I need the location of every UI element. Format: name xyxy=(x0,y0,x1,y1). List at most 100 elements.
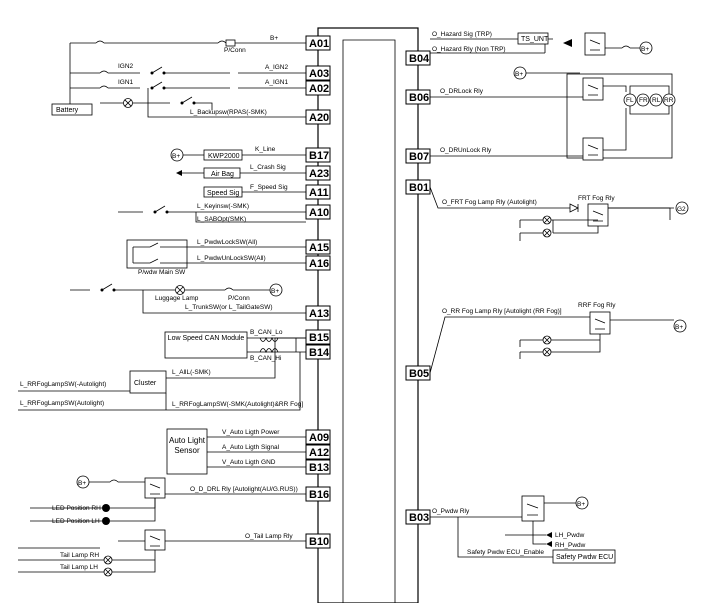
pin-b03: B03 xyxy=(405,509,431,525)
svg-text:B14: B14 xyxy=(309,347,330,359)
rh-pwdw-label: RH_Pwdw xyxy=(555,542,586,549)
pin-b07: B07 xyxy=(405,148,431,164)
b04-label2: O_Hazard Rly (Non TRP) xyxy=(432,46,506,53)
svg-text:A10: A10 xyxy=(309,207,329,219)
b14-label: B_CAN_Hi xyxy=(250,355,281,362)
svg-text:RR: RR xyxy=(664,97,674,104)
pin-a03: A03 xyxy=(305,65,331,81)
a12-label: A_Auto Ligth Signal xyxy=(222,444,280,451)
pconn-label-2: P/Conn xyxy=(228,295,250,302)
rrfog-auto-neg-label: L_RRFogLampSW(-Autolight) xyxy=(20,381,106,388)
ign2-label: IGN2 xyxy=(118,63,134,70)
pin-b01: B01 xyxy=(405,179,431,195)
motor-fl: FL xyxy=(623,93,637,107)
svg-text:A12: A12 xyxy=(309,447,329,459)
pin-a20: A20 xyxy=(305,109,331,125)
a10-label: L_Keyinsw(-SMK) xyxy=(197,203,249,210)
pin-b04: B04 xyxy=(405,50,431,66)
svg-text:A11: A11 xyxy=(309,187,329,199)
tail-rh-label: Tail Lamp RH xyxy=(60,552,99,559)
pin-a13: A13 xyxy=(305,305,331,321)
pin-a15: A15 xyxy=(305,239,331,255)
can-module-label: Low Speed CAN Module xyxy=(167,335,245,342)
auto-light-label: Auto Light Sensor xyxy=(168,436,206,455)
frt-fog-label: FRT Fog Rly xyxy=(578,195,615,202)
svg-text:RL: RL xyxy=(652,97,661,104)
b17-label: K_Line xyxy=(255,146,276,153)
a20-label: L_Backupsw(RPAS(-SMK) xyxy=(190,109,267,116)
rrf-fog-label: RRF Fog Rly xyxy=(578,302,616,309)
bplus-lock: B+ xyxy=(515,71,523,78)
pin-a11: A11 xyxy=(305,184,331,200)
svg-text:A15: A15 xyxy=(309,242,329,254)
bplus-luggage: B+ xyxy=(271,288,279,295)
svg-text:B03: B03 xyxy=(409,512,429,524)
ts-unt-label: TS_UNT xyxy=(521,36,549,43)
svg-text:FR: FR xyxy=(639,97,648,104)
pin-a02: A02 xyxy=(305,80,331,96)
svg-text:B10: B10 xyxy=(309,536,329,548)
cluster-label: Cluster xyxy=(134,380,157,387)
bplus-label-a01: B+ xyxy=(270,35,278,42)
pin-a01: A01 xyxy=(305,35,331,51)
ign1-label: IGN1 xyxy=(118,79,134,86)
cluster-box xyxy=(129,370,167,394)
svg-text:B17: B17 xyxy=(309,150,329,162)
svg-text:A03: A03 xyxy=(309,68,329,80)
pin-a16: A16 xyxy=(305,255,331,271)
svg-text:A01: A01 xyxy=(309,38,329,50)
svg-text:B04: B04 xyxy=(409,53,430,65)
a-ign1-label: A_IGN1 xyxy=(265,79,289,86)
b15-label: B_CAN_Lo xyxy=(250,329,283,336)
svg-text:B13: B13 xyxy=(309,462,329,474)
safety-enable-label: Safety Pwdw ECU_Enable xyxy=(467,549,544,556)
lh-pwdw-label: LH_Pwdw xyxy=(555,532,585,539)
pin-a23: A23 xyxy=(305,165,331,181)
rrfog-smk-label: L_RRFogLampSW(-SMK(Autolight)&RR Fog] xyxy=(172,401,303,408)
svg-text:B15: B15 xyxy=(309,332,329,344)
b06-label: O_DRLock Rly xyxy=(440,88,484,95)
pin-b13: B13 xyxy=(305,459,331,475)
bplus-rrfog: B+ xyxy=(675,324,683,331)
b07-label: O_DRUnLock Rly xyxy=(440,147,492,154)
svg-text:B06: B06 xyxy=(409,92,429,104)
b10-label: O_Tail Lamp Rly xyxy=(245,533,293,540)
bplus-hazard: B+ xyxy=(641,46,649,53)
pin-a12: A12 xyxy=(305,444,331,460)
alll-label: L_AllL(-SMK) xyxy=(172,369,211,376)
a16-label: L_PwdwUnLockSW(All) xyxy=(197,255,266,262)
bplus-kwp: B+ xyxy=(172,153,180,160)
pin-b14: B14 xyxy=(305,344,331,360)
svg-text:B05: B05 xyxy=(409,368,429,380)
module-body xyxy=(317,27,419,603)
safety-ecu-label: Safety Pwdw ECU xyxy=(556,554,613,561)
b04-label1: O_Hazard Sig (TRP) xyxy=(432,31,492,38)
sabopt-label: L_SABOpt(SMK) xyxy=(197,216,246,223)
a23-label: L_Crash Sig xyxy=(250,164,286,171)
b03-label: O_Pwdw Rly xyxy=(432,508,470,515)
svg-text:B01: B01 xyxy=(409,182,429,194)
pin-b10: B10 xyxy=(305,533,331,549)
svg-text:A13: A13 xyxy=(309,308,329,320)
pconn-label-1: P/Conn xyxy=(224,47,246,54)
a-ign2-label: A_IGN2 xyxy=(265,64,289,71)
motor-rr: RR xyxy=(662,93,676,107)
a11-label: F_Speed Sig xyxy=(250,184,288,191)
pin-a10: A10 xyxy=(305,204,331,220)
safety-ecu-box xyxy=(552,549,616,564)
motor-rl: RL xyxy=(649,93,663,107)
g2-label: G2 xyxy=(677,206,686,213)
svg-text:FL: FL xyxy=(626,97,634,104)
b01-label: O_FRT Fog Lamp Rly (Autolight) xyxy=(442,199,537,206)
pin-b05: B05 xyxy=(405,365,431,381)
pin-b06: B06 xyxy=(405,89,431,105)
pin-a09: A09 xyxy=(305,429,331,445)
tail-lh-label: Tail Lamp LH xyxy=(60,564,98,571)
rrfog-auto-label: L_RRFogLampSW(Autolight) xyxy=(20,400,104,407)
speed-label: Speed Sig xyxy=(207,190,239,197)
battery-label: Battery xyxy=(56,107,79,114)
motor-fr: FR xyxy=(636,93,650,107)
svg-text:A02: A02 xyxy=(309,83,329,95)
